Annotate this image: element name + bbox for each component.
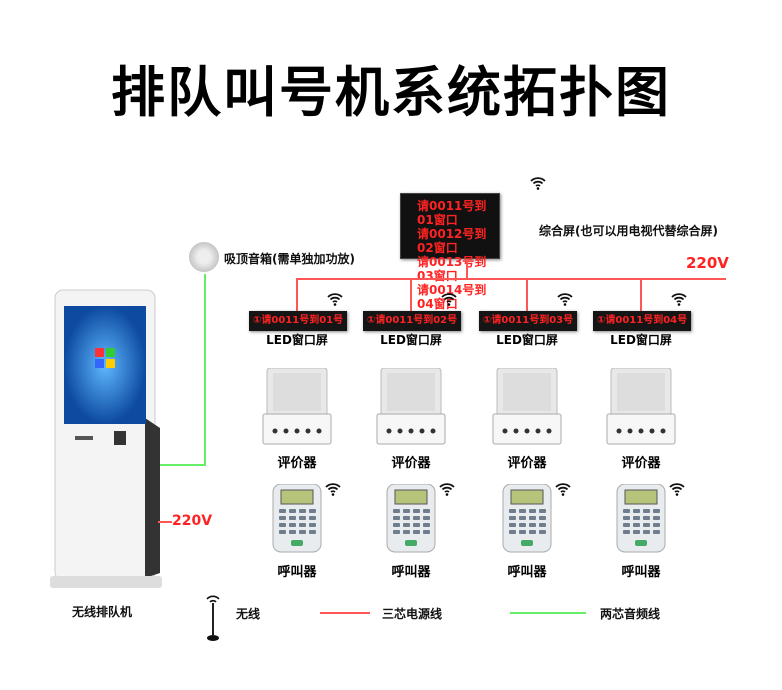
- led-window-screen: ①请0011号到01号: [249, 311, 347, 331]
- power-line: [526, 278, 528, 311]
- kiosk-voltage-label: 220V: [172, 513, 213, 529]
- legend-audio: 两芯音频线: [600, 607, 661, 621]
- voltage-label: 220V: [686, 254, 729, 272]
- caller-device: [386, 484, 436, 553]
- power-line: [296, 278, 726, 280]
- queue-kiosk-machine: [50, 289, 162, 588]
- evaluator-device: [606, 368, 676, 445]
- legend-power: 三芯电源线: [382, 607, 443, 621]
- evaluator-label: 评价器: [277, 456, 317, 471]
- led-window-label: LED窗口屏: [610, 333, 672, 347]
- wifi-icon: [557, 293, 573, 306]
- evaluator-label: 评价器: [621, 456, 661, 471]
- power-line: [158, 521, 172, 523]
- evaluator-label: 评价器: [391, 456, 431, 471]
- speaker-label: 吸顶音箱(需单独加功放): [224, 252, 355, 266]
- main-screen-line: 请0011号到01窗口: [417, 199, 487, 227]
- legend-audio-swatch: [510, 612, 586, 614]
- wifi-icon: [325, 483, 341, 496]
- caller-label: 呼叫器: [277, 565, 317, 580]
- led-window-label: LED窗口屏: [266, 333, 328, 347]
- led-window-screen: ①请0011号到04号: [593, 311, 691, 331]
- evaluator-device: [492, 368, 562, 445]
- caller-device: [616, 484, 666, 553]
- led-window-label: LED窗口屏: [496, 333, 558, 347]
- caller-device: [502, 484, 552, 553]
- audio-line: [204, 274, 206, 466]
- ceiling-speaker-icon: [189, 242, 219, 272]
- legend-wireless: 无线: [236, 607, 261, 621]
- caller-label: 呼叫器: [391, 565, 431, 580]
- wifi-icon: [530, 177, 546, 190]
- evaluator-device: [262, 368, 332, 445]
- wifi-icon: [555, 483, 571, 496]
- caller-device: [272, 484, 322, 553]
- wifi-icon: [671, 293, 687, 306]
- audio-line: [158, 464, 206, 466]
- caller-label: 呼叫器: [621, 565, 661, 580]
- evaluator-device: [376, 368, 446, 445]
- kiosk-label: 无线排队机: [72, 605, 133, 619]
- evaluator-label: 评价器: [507, 456, 547, 471]
- power-line: [640, 278, 642, 311]
- caller-label: 呼叫器: [507, 565, 547, 580]
- main-screen-line: 请0014号到04窗口: [417, 283, 487, 311]
- main-display-screen: 请0011号到01窗口 请0012号到02窗口 请0013号到03窗口 请001…: [400, 193, 500, 311]
- wifi-icon: [441, 293, 457, 306]
- main-screen-line: 请0012号到02窗口: [417, 227, 487, 255]
- power-line: [466, 259, 468, 279]
- main-screen-label: 综合屏(也可以用电视代替综合屏): [539, 224, 718, 238]
- led-window-screen: ①请0011号到02号: [363, 311, 461, 331]
- antenna-icon: [206, 595, 220, 641]
- led-window-label: LED窗口屏: [380, 333, 442, 347]
- legend-power-swatch: [320, 612, 370, 614]
- wifi-icon: [439, 483, 455, 496]
- page-title: 排队叫号机系统拓扑图: [111, 61, 671, 124]
- power-line: [296, 278, 298, 311]
- led-window-screen: ①请0011号到03号: [479, 311, 577, 331]
- wifi-icon: [327, 293, 343, 306]
- wifi-icon: [669, 483, 685, 496]
- power-line: [410, 278, 412, 311]
